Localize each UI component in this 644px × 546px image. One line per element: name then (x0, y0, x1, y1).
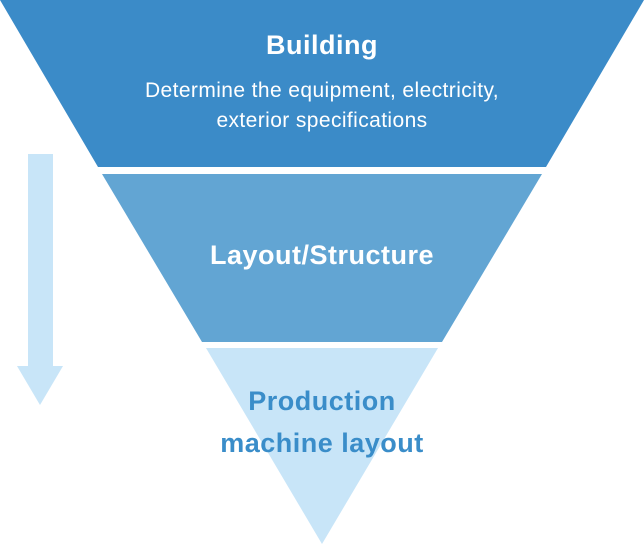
tier-production-machine-layout-title: Production machine layout (0, 380, 644, 464)
tier-building-description: Determine the equipment, electricity, ex… (0, 76, 644, 136)
tier-production-title-line: Production (248, 386, 396, 416)
down-arrow-icon (17, 154, 63, 405)
tier-building-shape (0, 0, 644, 167)
tier-production-title-line: machine layout (220, 428, 424, 458)
tier-building-title: Building (266, 30, 378, 60)
tier-layout-structure-title: Layout/Structure (209, 240, 435, 270)
tier-layout-structure-shape (102, 174, 542, 342)
tier-building-description-line: exterior specifications (216, 109, 428, 132)
tier-building-description-line: Determine the equipment, electricity, (144, 79, 500, 102)
tier-production-machine-layout-shape (206, 348, 438, 544)
